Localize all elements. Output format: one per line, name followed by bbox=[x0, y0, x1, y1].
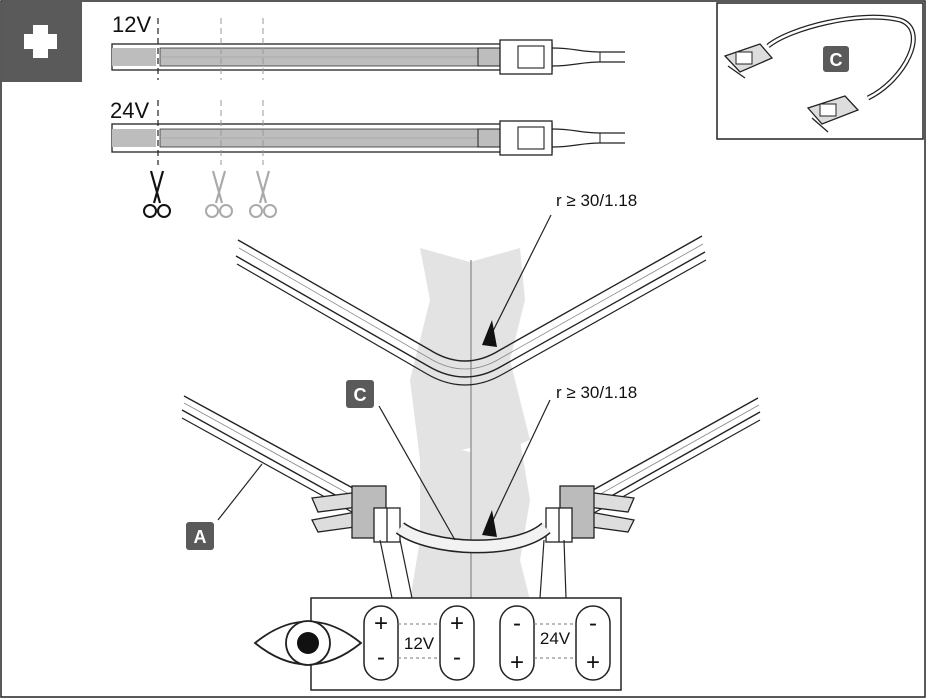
polarity-voltage-24v: 24V bbox=[540, 629, 571, 648]
badge-a-strip-label: A bbox=[194, 527, 207, 547]
radius-label-lower: r ≥ 30/1.18 bbox=[556, 383, 637, 402]
pin-sign: + bbox=[374, 610, 388, 637]
polarity-group-24v: - + - + 24V bbox=[499, 605, 611, 681]
scissors-cut-icon bbox=[142, 169, 172, 219]
strip-12v: 12V bbox=[111, 12, 625, 80]
pin-sign: + bbox=[510, 649, 524, 676]
voltage-label-12v: 12V bbox=[112, 12, 151, 37]
bent-strip-upper bbox=[235, 235, 707, 386]
connector-plug bbox=[723, 43, 774, 79]
badge-a-strip bbox=[186, 522, 214, 550]
wall-corner bbox=[410, 248, 530, 600]
voltage-label-24v: 24V bbox=[110, 98, 149, 123]
radius-label-upper: r ≥ 30/1.18 bbox=[556, 191, 637, 210]
pin-sign: - bbox=[377, 644, 385, 671]
pin-pill bbox=[439, 605, 475, 681]
connector-inset: C bbox=[716, 2, 924, 140]
pin-sign: + bbox=[450, 610, 464, 637]
badge-c-inset bbox=[823, 46, 849, 72]
straight-strip-left bbox=[181, 395, 361, 513]
arrow-head bbox=[482, 320, 497, 347]
connector-clip-right bbox=[545, 485, 635, 543]
pin-sign: - bbox=[513, 610, 521, 637]
polarity-group-12v: + - + - 12V bbox=[363, 605, 475, 681]
pin-pill bbox=[363, 605, 399, 681]
pin-pill bbox=[575, 605, 611, 681]
polarity-voltage-12v: 12V bbox=[404, 634, 435, 653]
connector-cable bbox=[395, 522, 551, 554]
pin-sign: - bbox=[453, 644, 461, 671]
strip-24v: 24V bbox=[110, 98, 625, 165]
arrow-head bbox=[482, 510, 497, 537]
badge-c-connector bbox=[346, 380, 374, 408]
polarity-panel: + - + - 12V - + - + 24V bbox=[253, 597, 622, 691]
leader-lines bbox=[217, 214, 552, 541]
badge-c-connector-label: C bbox=[354, 385, 367, 405]
pin-sign: - bbox=[589, 610, 597, 637]
scissors-optional-icon bbox=[204, 169, 234, 219]
connector-clip-left bbox=[311, 485, 401, 543]
plus-icon bbox=[24, 25, 57, 58]
connector-plug bbox=[806, 95, 860, 133]
badge-c-inset-label: C bbox=[830, 50, 843, 70]
pin-pill bbox=[499, 605, 535, 681]
callout-lines bbox=[379, 539, 567, 599]
pin-sign: + bbox=[586, 649, 600, 676]
scissors-optional-icon bbox=[248, 169, 278, 219]
plus-badge bbox=[2, 2, 82, 82]
eye-icon bbox=[253, 620, 363, 666]
